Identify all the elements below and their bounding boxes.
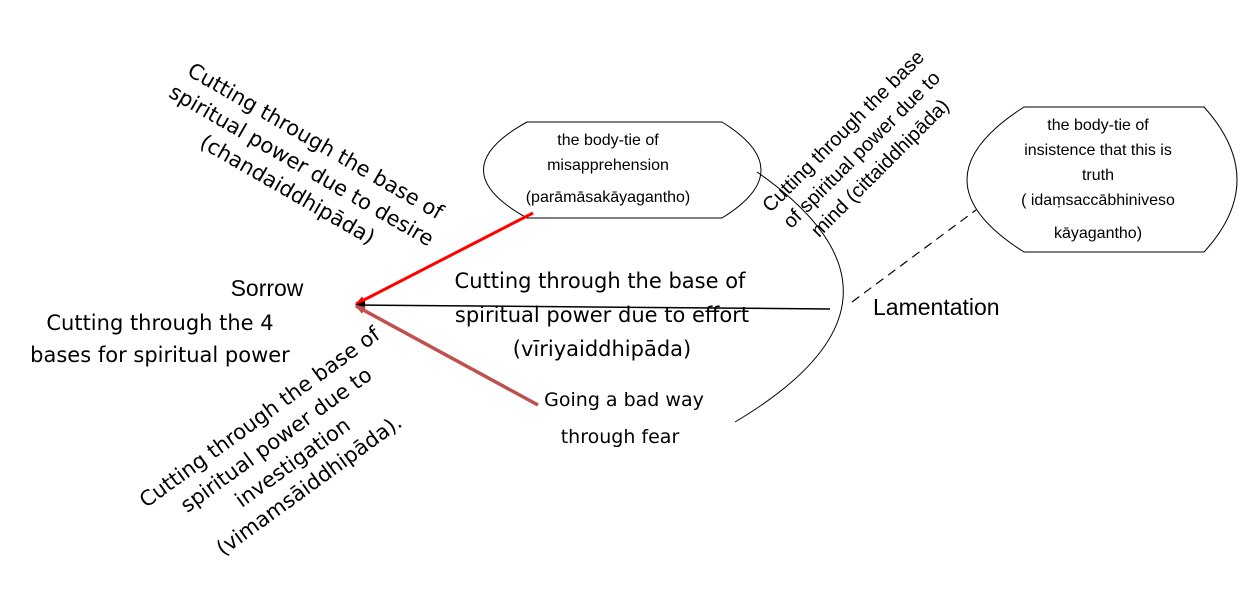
node-text-line: ( idaṃsaccābhiniveso [1021,192,1175,209]
center-caption-line: bases for spiritual power [30,343,290,367]
node-text-line: the body-tie of [1047,117,1149,134]
effort-arrow [355,301,831,310]
investigation-arrow [355,304,539,407]
bad-way-line: Going a bad way [544,389,704,411]
center-caption: Cutting through the 4 bases for spiritua… [30,311,290,367]
insistence-node-shape [966,106,1238,253]
mind-label-line: of spiritual power due to [779,67,945,233]
desire-label: Cutting through the base of spiritual po… [165,58,448,251]
center-caption-line: Cutting through the 4 [46,311,273,335]
node-text-line: kāyagantho) [1054,225,1142,242]
effort-label-line: (vīriyaiddhipāda) [513,337,691,361]
bad-way-line: through fear [561,426,680,448]
effort-label-line: spiritual power due to effort [455,303,749,327]
lamentation-label: Lamentation [873,294,1000,320]
bad-way-text: Going a bad way through fear [544,389,704,448]
node-text-line: (parāmāsakāyagantho) [526,189,691,206]
node-text-line: insistence that this is [1024,142,1172,159]
effort-label-line: Cutting through the base of [455,269,747,293]
fear-arc [734,171,844,423]
mind-label: Cutting through the base of spiritual po… [758,46,953,241]
misapprehension-node-text: the body-tie of misapprehension (parāmās… [526,132,691,206]
node-text-line: truth [1082,167,1114,184]
effort-label: Cutting through the base of spiritual po… [455,269,750,361]
sorrow-label: Sorrow [231,275,304,301]
desire-label-line: spiritual power due to desire [165,80,438,251]
node-text-line: misapprehension [547,157,669,174]
desire-arrow [355,211,534,306]
dashed-connector [851,209,977,303]
node-text-line: the body-tie of [557,132,659,149]
misapprehension-node-shape [483,121,762,219]
insistence-node-text: the body-tie of insistence that this is … [1021,117,1175,242]
